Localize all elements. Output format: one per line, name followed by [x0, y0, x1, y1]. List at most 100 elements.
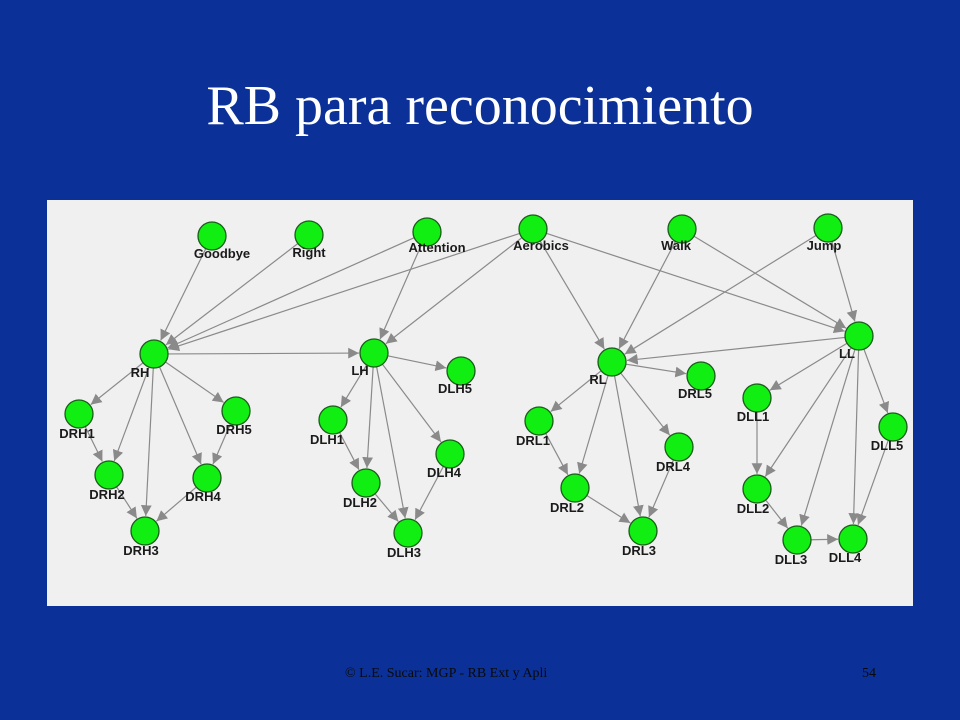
node-label-lh: LH [351, 363, 368, 378]
edge-goodbye-to-rh [160, 248, 207, 341]
node-label-dll2: DLL2 [737, 501, 770, 516]
node-label-dll5: DLL5 [871, 438, 904, 453]
node-goodbye [197, 221, 227, 251]
node-drl1 [524, 406, 554, 436]
node-dll1 [742, 383, 772, 413]
edge-walk-to-ll [693, 235, 847, 329]
node-dlh3 [393, 518, 423, 548]
edge-drh1-to-drh2 [84, 426, 103, 462]
edge-dlh4-to-dlh3 [414, 466, 444, 521]
edge-rl-to-drl5 [625, 363, 687, 378]
edge-lh-to-dlh5 [387, 355, 447, 372]
node-dlh4 [435, 439, 465, 469]
node-label-rl: RL [589, 372, 606, 387]
node-drh4 [192, 463, 222, 493]
edge-dlh2-to-dlh3 [374, 493, 399, 522]
edge-rh-to-drh2 [112, 366, 150, 462]
node-label-aerobics: Aerobics [513, 238, 569, 253]
edge-right-to-rh [165, 243, 299, 346]
edge-dll5-to-dll4 [856, 439, 889, 526]
edge-aerobics-to-ll [546, 232, 845, 334]
node-label-drl1: DRL1 [516, 433, 550, 448]
node-rh [139, 339, 169, 369]
edge-layer [84, 232, 890, 545]
edge-jump-to-rl [624, 234, 817, 355]
edge-aerobics-to-lh [385, 237, 523, 345]
node-drl3 [628, 516, 658, 546]
node-label-right: Right [292, 245, 326, 260]
node-label-attention: Attention [408, 240, 465, 255]
edge-ll-to-dll4 [848, 349, 860, 525]
node-label-drl4: DRL4 [656, 459, 691, 474]
slide-title: RB para reconocimiento [206, 75, 754, 137]
node-dlh5 [446, 356, 476, 386]
node-drl4 [664, 432, 694, 462]
edge-dlh1-to-dlh2 [338, 432, 360, 470]
footer-credit: © L.E. Sucar: MGP - RB Ext y Apli [345, 666, 548, 681]
edge-rh-to-drh1 [90, 362, 144, 406]
edge-lh-to-dlh1 [340, 364, 368, 408]
node-jump [813, 213, 843, 243]
node-aerobics [518, 214, 548, 244]
node-label-jump: Jump [807, 238, 842, 253]
node-label-dlh3: DLH3 [387, 545, 421, 560]
edge-drl2-to-drl3 [586, 494, 631, 524]
node-dll3 [782, 525, 812, 555]
edge-lh-to-dlh2 [362, 366, 374, 469]
edge-ll-to-dll5 [863, 348, 890, 414]
node-walk [667, 214, 697, 244]
edge-dll2-to-dll3 [765, 499, 789, 529]
edge-ll-to-rl [626, 336, 846, 365]
page-number: 54 [862, 666, 876, 681]
node-ll [844, 321, 874, 351]
edge-jump-to-ll [831, 241, 858, 322]
edge-walk-to-rl [618, 241, 677, 350]
node-label-dlh4: DLH4 [427, 465, 462, 480]
node-label-drh4: DRH4 [185, 489, 221, 504]
node-drl2 [560, 473, 590, 503]
edge-rh-to-drh4 [158, 366, 202, 465]
node-dll2 [742, 474, 772, 504]
node-label-rh: RH [131, 365, 150, 380]
edge-rh-to-drh3 [140, 367, 154, 517]
node-label-drh3: DRH3 [123, 543, 158, 558]
node-label-dlh2: DLH2 [343, 495, 377, 510]
node-drh3 [130, 516, 160, 546]
node-label-drh1: DRH1 [59, 426, 94, 441]
node-attention [412, 217, 442, 247]
node-drh1 [64, 399, 94, 429]
edge-rl-to-drl3 [613, 375, 644, 517]
edge-lh-to-dlh4 [381, 363, 442, 443]
node-dlh2 [351, 468, 381, 498]
edge-drl4-to-drl3 [648, 459, 675, 518]
edge-rh-to-lh [167, 347, 360, 359]
node-label-drl2: DRL2 [550, 500, 584, 515]
node-lh [359, 338, 389, 368]
node-drh2 [94, 460, 124, 490]
node-label-dll4: DLL4 [829, 550, 862, 565]
edge-ll-to-dll3 [799, 349, 856, 526]
node-label-dll3: DLL3 [775, 552, 808, 567]
node-label-drl5: DRL5 [678, 386, 712, 401]
node-drh5 [221, 396, 251, 426]
node-label-walk: Walk [661, 238, 692, 253]
edge-aerobics-to-rh [168, 232, 520, 352]
edge-drh2-to-drh3 [116, 486, 138, 519]
edge-drh4-to-drh3 [156, 486, 197, 522]
node-rl [597, 347, 627, 377]
edge-ll-to-dll1 [769, 342, 848, 391]
node-label-dll1: DLL1 [737, 409, 770, 424]
node-label-dlh5: DLH5 [438, 381, 472, 396]
node-label-ll: LL [839, 346, 855, 361]
edge-rl-to-drl4 [620, 372, 671, 436]
edge-rl-to-drl1 [550, 370, 602, 413]
edge-ll-to-dll2 [764, 347, 852, 477]
edge-drl1-to-drl2 [545, 433, 569, 476]
node-dlh1 [318, 405, 348, 435]
edge-lh-to-dlh3 [376, 366, 409, 519]
edge-rl-to-drl2 [577, 375, 609, 474]
edge-drh5-to-drh4 [212, 423, 231, 465]
node-label-drl3: DRL3 [622, 543, 656, 558]
